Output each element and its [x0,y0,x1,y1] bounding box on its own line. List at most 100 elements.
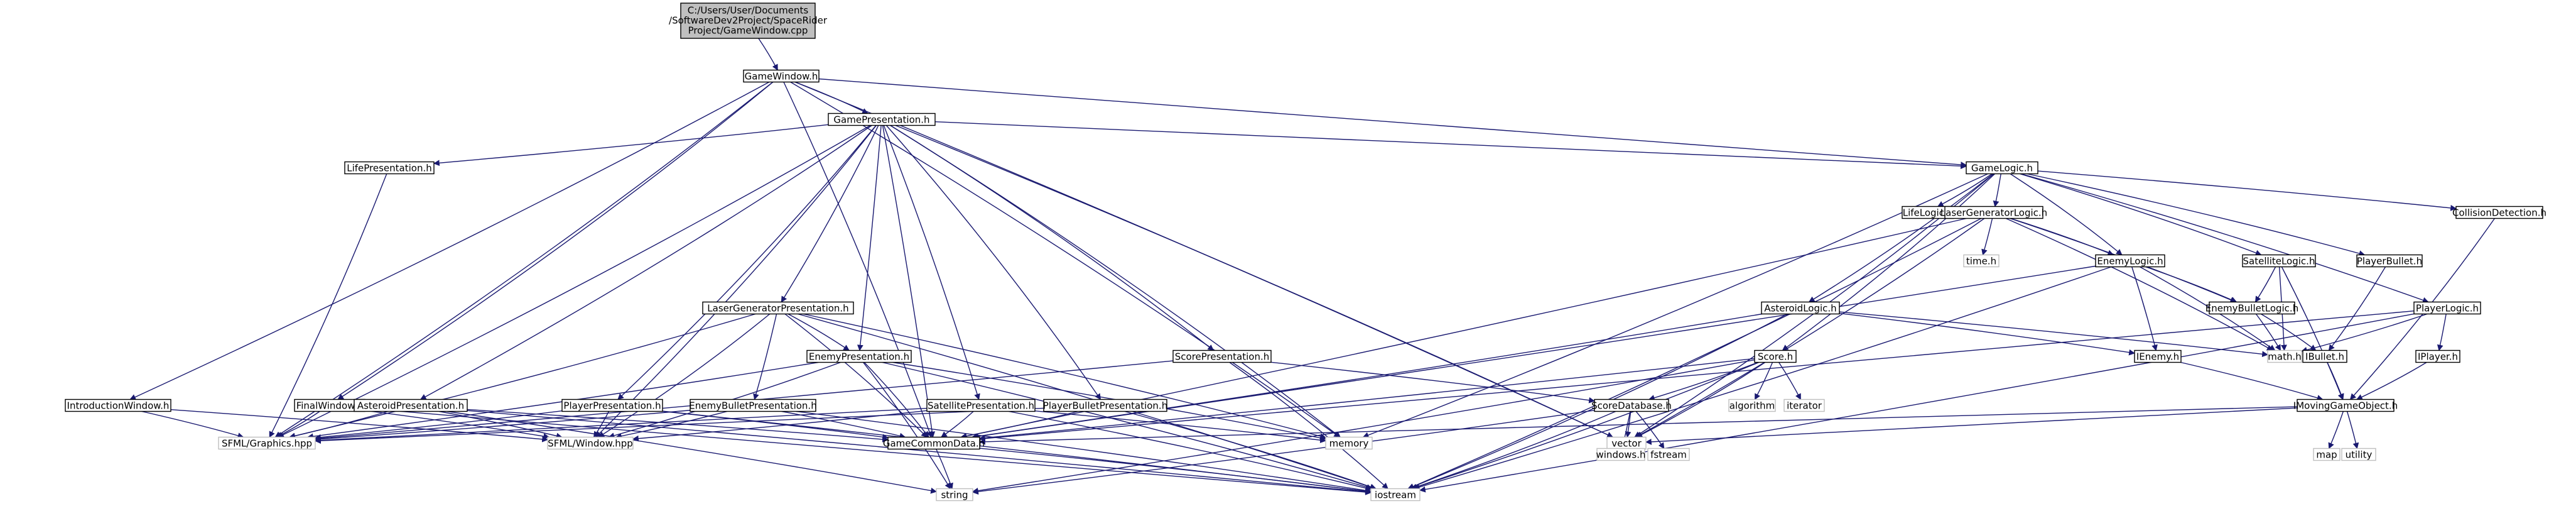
node-math_h: math.h [2267,349,2302,363]
node-label-collision_h: CollisionDetection.h [2452,207,2546,219]
node-label-iplayer_h: IPlayer.h [2418,351,2458,363]
root-path-line-1: C:/Users/User/Documents [688,5,809,16]
node-enemybulletpres_h[interactable]: EnemyBulletPresentation.h [689,398,817,412]
edge-enemybulletpres_h-to-iostream [796,410,1372,494]
node-gamewindow_h[interactable]: GameWindow.h [743,69,820,83]
node-label-enemylogic_h: EnemyLogic.h [2097,256,2163,267]
edge-satpres_h-to-iostream [1009,410,1372,492]
node-string: string [936,488,973,502]
edge-enemylogic_h-to-ienemy_h [2131,266,2158,351]
edge-laserpres_h-to-enemypres_h [787,313,850,351]
edge-ienemy_h-to-imovinggameobject_h [2180,361,2324,401]
node-box-sfml_window [547,436,634,450]
node-label-scoredatabase_h: ScoreDatabase.h [1591,400,1672,412]
edge-enemybulletpres_h-to-sfml_graphics [315,410,691,442]
edge-scoredatabase_h-to-fstream [1635,411,1665,449]
edge-satlogic_h-to-imovinggameobject_h [2281,266,2344,400]
node-imovinggameobject_h[interactable]: IMovingGameObject.h [2293,398,2398,412]
node-ienemy_h[interactable]: IEnemy.h [2134,349,2182,363]
node-intro_h[interactable]: IntroductionWindow.h [65,398,171,412]
node-enemylogic_h[interactable]: EnemyLogic.h [2095,254,2165,268]
node-enemypres_h[interactable]: EnemyPresentation.h [806,349,912,363]
node-label-time_h: time.h [1966,256,1996,267]
edge-enemybulletlogic_h-to-math_h [2255,314,2281,351]
edge-laserpres_h-to-gamecommondata_h [784,313,928,438]
node-playerlogic_h[interactable]: PlayerLogic.h [2413,301,2481,315]
edge-enemypres_h-to-string [863,362,951,490]
node-playerbulletpres_h[interactable]: PlayerBulletPresentation.h [1043,398,1167,412]
edge-lifepresentation_h-to-sfml_graphics [269,173,387,438]
node-laserpres_h[interactable]: LaserGeneratorPresentation.h [702,301,854,315]
edge-score_h-to-vector [1636,361,1766,438]
node-scoredatabase_h[interactable]: ScoreDatabase.h [1591,398,1672,412]
edge-gamecommondata_h-to-string [936,449,953,490]
edge-score_h-to-gamecommondata_h [979,358,1755,441]
node-box-ienemy_h [2134,349,2182,363]
edge-intro_h-to-sfml_window [170,409,548,442]
node-satlogic_h[interactable]: SatelliteLogic.h [2242,254,2316,268]
file-nodes: C:/Users/User/Documents/SoftwareDev2Proj… [65,3,2546,502]
edge-score_h-to-scoredatabase_h [1648,361,1758,401]
node-memory: memory [1325,436,1373,450]
node-collision_h[interactable]: CollisionDetection.h [2452,206,2546,219]
node-score_h[interactable]: Score.h [1754,349,1797,363]
node-gamewindow_cpp[interactable]: C:/Users/User/Documents/SoftwareDev2Proj… [669,3,828,39]
node-label-enemybulletlogic_h: EnemyBulletLogic.h [2205,303,2298,314]
node-ibullet_h[interactable]: IBullet.h [2302,349,2347,363]
node-label-enemybulletpres_h: EnemyBulletPresentation.h [689,400,816,412]
node-box-intro_h [65,398,171,412]
edge-playerlogic_h-to-iostream [1419,313,2415,493]
node-asteroidpres_h[interactable]: AsteroidPresentation.h [354,398,468,412]
node-sfml_graphics: SFML/Graphics.hpp [218,436,316,450]
node-lasergenlogic_h[interactable]: LaserGeneratorLogic.h [1940,206,2047,219]
node-box-laserpres_h [702,301,854,315]
node-box-string [936,488,973,502]
node-box-time_h [1963,254,2000,268]
node-gamecommondata_h[interactable]: GameCommonData.h [883,436,985,450]
root-path-line-2: /SoftwareDev2Project/SpaceRider [669,15,828,26]
node-box-enemylogic_h [2095,254,2165,268]
node-iplayer_h[interactable]: IPlayer.h [2415,349,2460,363]
edge-gamelogic_h-to-playerbullet_h [2027,173,2366,256]
edge-gamelogic_h-to-satlogic_h [2020,173,2262,256]
node-label-gamelogic_h: GameLogic.h [1971,163,2033,174]
node-box-gamewindow_cpp [680,3,816,39]
node-final_h[interactable]: FinalWindow.h [294,398,365,412]
edge-scoredatabase_h-to-iostream [1410,410,1616,490]
node-label-vector: vector [1611,438,1642,449]
edge-playerpres_h-to-sfml_graphics [315,410,563,441]
edge-lasergenlogic_h-to-iostream [1407,217,1982,490]
node-box-playerlogic_h [2413,301,2481,315]
edge-playerlogic_h-to-math_h [2301,313,2428,353]
edge-laserpres_h-to-sfml_graphics [289,313,756,439]
node-box-gamepresentation_h [828,113,936,126]
node-asteroidlogic_h[interactable]: AsteroidLogic.h [1761,301,1840,315]
node-playerbullet_h[interactable]: PlayerBullet.h [2356,254,2423,268]
edge-gamelogic_h-to-memory [1362,173,1988,438]
edge-gamewindow_h-to-vector [794,81,1613,438]
node-label-windows_h: windows.h [1596,449,1646,461]
node-satpres_h[interactable]: SatellitePresentation.h [926,398,1036,412]
node-scorepres_h[interactable]: ScorePresentation.h [1172,349,1272,363]
node-label-final_h: FinalWindow.h [296,400,364,412]
node-box-math_h [2267,349,2302,363]
edge-imovinggameobject_h-to-utility [2346,411,2359,449]
edge-satpres_h-to-memory [1034,410,1326,444]
node-gamelogic_h[interactable]: GameLogic.h [1966,161,2038,175]
edge-satlogic_h-to-enemybulletlogic_h [2254,266,2276,303]
node-box-ibullet_h [2302,349,2347,363]
node-box-scorepres_h [1172,349,1272,363]
node-label-gamepresentation_h: GamePresentation.h [833,114,929,126]
node-label-utility: utility [2346,449,2373,461]
edge-gamelogic_h-to-asteroidlogic_h [1808,173,1994,303]
edge-intro_h-to-sfml_graphics [141,410,244,439]
edge-iplayer_h-to-imovinggameobject_h [2356,361,2427,400]
edge-lasergenlogic_h-to-vector [1635,217,1985,438]
node-gamepresentation_h[interactable]: GamePresentation.h [828,113,936,126]
edge-enemybulletpres_h-to-gamecommondata_h [781,410,906,439]
node-lifepresentation_h[interactable]: LifePresentation.h [344,161,435,175]
node-playerpres_h[interactable]: PlayerPresentation.h [561,398,663,412]
node-box-iterator [1783,398,1825,412]
node-enemybulletlogic_h[interactable]: EnemyBulletLogic.h [2205,301,2298,315]
